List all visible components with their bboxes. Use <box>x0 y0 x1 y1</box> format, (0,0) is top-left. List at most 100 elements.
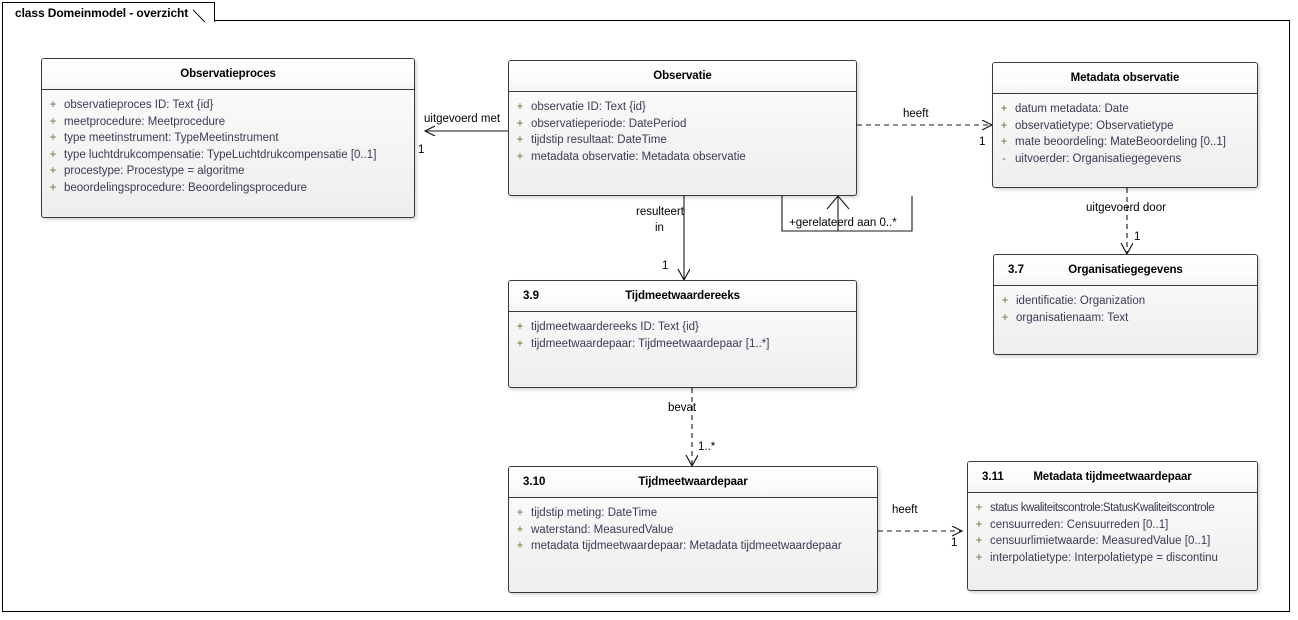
diagram-frame <box>2 20 1290 612</box>
mult-resulteert-in: 1 <box>662 260 669 272</box>
attribute-signature: observatieproces ID: Text {id} <box>64 99 214 111</box>
attribute-row: + tijdmeetwaardereeks ID: Text {id} <box>509 319 856 336</box>
attribute-signature: datum metadata: Date <box>1015 103 1129 115</box>
attribute-signature: tijdmeetwaardepaar: Tijdmeetwaardepaar [… <box>531 337 770 350</box>
attribute-signature: metadata observatie: Metadata observatie <box>531 150 746 163</box>
attribute-signature: status kwaliteitscontrole:StatusKwalitei… <box>990 502 1215 514</box>
edge-label-in: in <box>655 222 664 234</box>
attribute-row: + mate beoordeling: MateBeoordeling [0..… <box>993 134 1257 151</box>
edge-label-heeft-metadata-paar: heeft <box>892 504 918 516</box>
attribute-signature: organisatienaam: Text <box>1016 311 1129 324</box>
mult-heeft-metadata: 1 <box>979 136 986 148</box>
visibility-marker: + <box>975 518 983 531</box>
attribute-signature: identificatie: Organization <box>1016 295 1146 307</box>
attribute-row: + interpolatietype: Interpolatietype = d… <box>968 550 1257 567</box>
attribute-signature: meetprocedure: Meetprocedure <box>64 115 226 128</box>
attribute-row: + type luchtdrukcompensatie: TypeLuchtdr… <box>42 147 414 164</box>
visibility-marker: + <box>516 337 524 350</box>
mult-uitgevoerd-door: 1 <box>1134 231 1141 243</box>
class-metadata-observatie[interactable]: Metadata observatie + datum metadata: Da… <box>992 62 1258 188</box>
attribute-signature: type luchtdrukcompensatie: TypeLuchtdruk… <box>64 148 377 161</box>
visibility-marker: + <box>1001 311 1009 324</box>
attribute-row: + tijdmeetwaardepaar: Tijdmeetwaardepaar… <box>509 336 856 353</box>
class-body-organisatiegegevens: + identificatie: Organization + organisa… <box>994 286 1257 333</box>
attribute-row: + tijdstip meting: DateTime <box>509 505 877 522</box>
class-header-metadata-tijdmeetwaardepaar: 3.11 Metadata tijdmeetwaardepaar <box>968 462 1257 493</box>
class-number-tijdmeetwaardepaar: 3.10 <box>523 476 546 488</box>
class-number-organisatiegegevens: 3.7 <box>1008 264 1024 276</box>
visibility-marker: + <box>516 150 524 163</box>
visibility-marker: + <box>516 117 524 130</box>
attribute-row: + organisatienaam: Text <box>994 310 1257 327</box>
class-organisatiegegevens[interactable]: 3.7 Organisatiegegevens + identificatie:… <box>993 254 1258 355</box>
class-header-observatieproces: Observatieproces <box>42 59 414 90</box>
class-body-metadata-observatie: + datum metadata: Date + observatietype:… <box>993 94 1257 174</box>
attribute-row: + procestype: Procestype = algoritme <box>42 163 414 180</box>
attribute-row: + observatieproces ID: Text {id} <box>42 97 414 114</box>
attribute-row: + meetprocedure: Meetprocedure <box>42 114 414 131</box>
class-header-metadata-observatie: Metadata observatie <box>993 63 1257 94</box>
attribute-row: + identificatie: Organization <box>994 293 1257 310</box>
mult-heeft-metadata-paar: 1 <box>951 537 958 549</box>
class-title-tijdmeetwaardereeks: Tijdmeetwaardereeks <box>625 290 740 302</box>
attribute-signature: waterstand: MeasuredValue <box>531 523 674 536</box>
diagram-title-label: class Domeinmodel - overzicht <box>15 5 189 20</box>
mult-bevat: 1..* <box>698 441 716 453</box>
class-body-metadata-tijdmeetwaardepaar: + status kwaliteitscontrole:StatusKwalit… <box>968 493 1257 573</box>
edge-label-uitgevoerd-met: uitgevoerd met <box>424 113 501 125</box>
class-title-metadata-tijdmeetwaardepaar: Metadata tijdmeetwaardepaar <box>1033 471 1192 483</box>
class-header-observatie: Observatie <box>509 61 856 92</box>
visibility-marker: + <box>516 523 524 536</box>
visibility-marker: + <box>1000 119 1008 132</box>
class-title-tijdmeetwaardepaar: Tijdmeetwaardepaar <box>638 476 748 488</box>
mult-uitgevoerd-met: 1 <box>418 144 425 156</box>
class-tijdmeetwaardepaar[interactable]: 3.10 Tijdmeetwaardepaar + tijdstip metin… <box>508 466 878 593</box>
attribute-row: - uitvoerder: Organisatiegegevens <box>993 151 1257 168</box>
class-metadata-tijdmeetwaardepaar[interactable]: 3.11 Metadata tijdmeetwaardepaar + statu… <box>967 461 1258 591</box>
attribute-signature: tijdstip meting: DateTime <box>531 507 658 519</box>
visibility-marker: + <box>49 181 57 194</box>
visibility-marker: + <box>516 101 524 113</box>
attribute-row: + censuurlimietwaarde: MeasuredValue [0.… <box>968 533 1257 550</box>
visibility-marker: + <box>1000 136 1008 148</box>
attribute-signature: interpolatietype: Interpolatietype = dis… <box>990 551 1218 564</box>
attribute-row: + type meetinstrument: TypeMeetinstrumen… <box>42 130 414 147</box>
attribute-signature: tijdmeetwaardereeks ID: Text {id} <box>531 321 699 333</box>
attribute-row: + metadata tijdmeetwaardepaar: Metadata … <box>509 538 877 555</box>
class-title-metadata-observatie: Metadata observatie <box>1070 72 1180 84</box>
visibility-marker: + <box>49 115 57 128</box>
attribute-row: + tijdstip resultaat: DateTime <box>509 132 856 149</box>
visibility-marker: - <box>1002 152 1006 165</box>
class-body-tijdmeetwaardepaar: + tijdstip meting: DateTime + waterstand… <box>509 498 877 562</box>
attribute-row: + observatietype: Observatietype <box>993 118 1257 135</box>
tab-corner-fold-icon <box>193 2 215 24</box>
attribute-row: + datum metadata: Date <box>993 101 1257 118</box>
attribute-row: + beoordelingsprocedure: Beoordelingspro… <box>42 180 414 197</box>
visibility-marker: + <box>49 148 57 161</box>
visibility-marker: + <box>516 507 524 519</box>
class-header-organisatiegegevens: 3.7 Organisatiegegevens <box>994 255 1257 286</box>
class-tijdmeetwaardereeks[interactable]: 3.9 Tijdmeetwaardereeks + tijdmeetwaarde… <box>508 280 857 388</box>
visibility-marker: + <box>49 132 57 144</box>
attribute-row: + observatieperiode: DatePeriod <box>509 116 856 133</box>
attribute-signature: censuurreden: Censuurreden [0..1] <box>990 518 1169 531</box>
attribute-signature: observatie ID: Text {id} <box>531 101 646 113</box>
visibility-marker: + <box>975 502 983 514</box>
class-observatie[interactable]: Observatie + observatie ID: Text {id} + … <box>508 60 857 196</box>
attribute-signature: tijdstip resultaat: DateTime <box>531 134 667 146</box>
attribute-signature: procestype: Procestype = algoritme <box>64 165 245 177</box>
visibility-marker: + <box>516 134 524 146</box>
visibility-marker: + <box>49 99 57 111</box>
class-body-observatieproces: + observatieproces ID: Text {id} + meetp… <box>42 90 414 203</box>
class-header-tijdmeetwaardepaar: 3.10 Tijdmeetwaardepaar <box>509 467 877 498</box>
visibility-marker: + <box>1000 103 1008 115</box>
class-title-observatie: Observatie <box>653 70 712 82</box>
class-number-metadata-tijdmeetwaardepaar: 3.11 <box>982 471 1004 483</box>
class-body-observatie: + observatie ID: Text {id} + observatiep… <box>509 92 856 172</box>
visibility-marker: + <box>975 551 983 564</box>
class-body-tijdmeetwaardereeks: + tijdmeetwaardereeks ID: Text {id} + ti… <box>509 312 856 359</box>
visibility-marker: + <box>975 535 983 547</box>
attribute-signature: metadata tijdmeetwaardepaar: Metadata ti… <box>531 540 842 552</box>
class-observatieproces[interactable]: Observatieproces + observatieproces ID: … <box>41 58 415 218</box>
attribute-row: + waterstand: MeasuredValue <box>509 522 877 539</box>
